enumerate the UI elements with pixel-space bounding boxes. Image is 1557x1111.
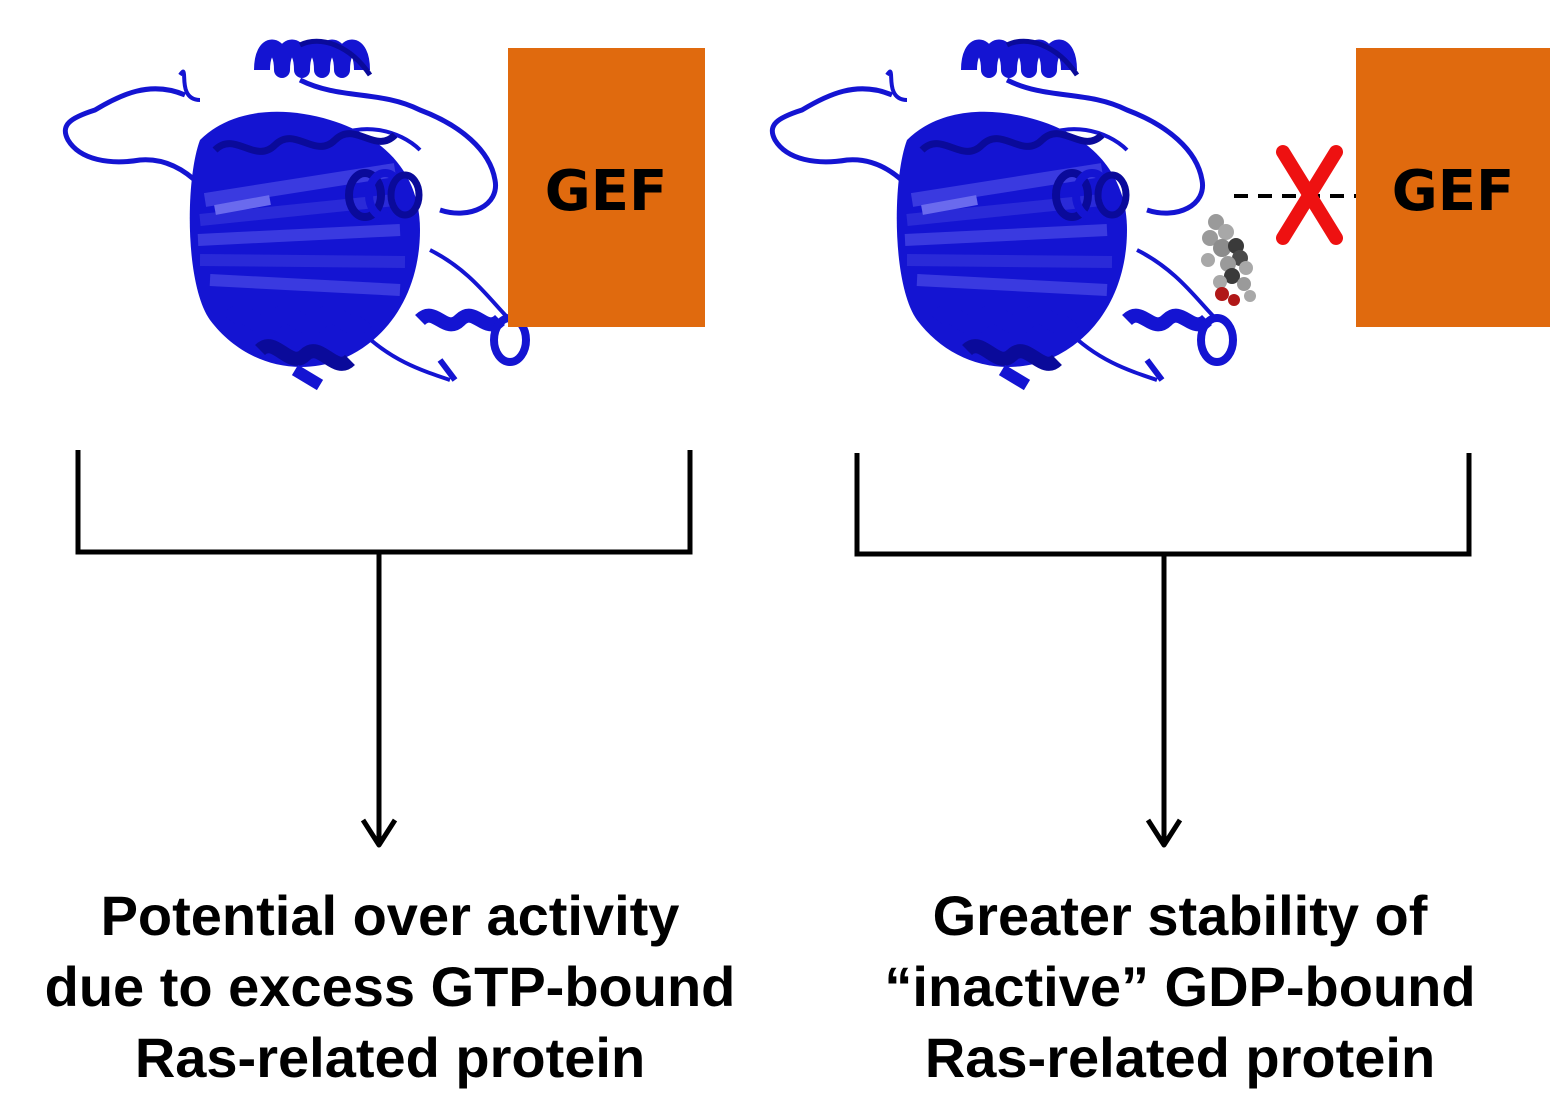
arrow-head-left — [360, 818, 398, 848]
gef-box-left — [508, 48, 705, 327]
caption-right: Greater stability of “inactive” GDP-boun… — [790, 880, 1557, 1093]
right-panel: GEF — [772, 41, 1550, 848]
bracket-right — [854, 453, 1472, 557]
small-molecule-ligand-icon — [1201, 214, 1256, 306]
caption-right-line: “inactive” GDP-bound — [884, 955, 1476, 1018]
ras-protein-ribbon-icon — [772, 41, 1233, 385]
caption-left: Potential over activity due to excess GT… — [0, 880, 780, 1093]
left-panel: GEF — [65, 41, 705, 848]
arrow-head-right — [1145, 818, 1183, 848]
caption-left-line: due to excess GTP-bound — [44, 955, 736, 1018]
gef-box-right — [1356, 48, 1550, 327]
caption-left-line: Potential over activity — [100, 884, 680, 947]
caption-left-line: Ras-related protein — [134, 1026, 646, 1089]
red-x-block-icon — [1276, 145, 1343, 245]
caption-right-line: Greater stability of — [932, 884, 1428, 947]
bracket-left — [75, 450, 693, 555]
gef-label-right: GEF — [1392, 159, 1514, 224]
ras-protein-ribbon-icon — [65, 41, 526, 385]
gef-label-left: GEF — [545, 159, 667, 224]
caption-right-line: Ras-related protein — [924, 1026, 1436, 1089]
